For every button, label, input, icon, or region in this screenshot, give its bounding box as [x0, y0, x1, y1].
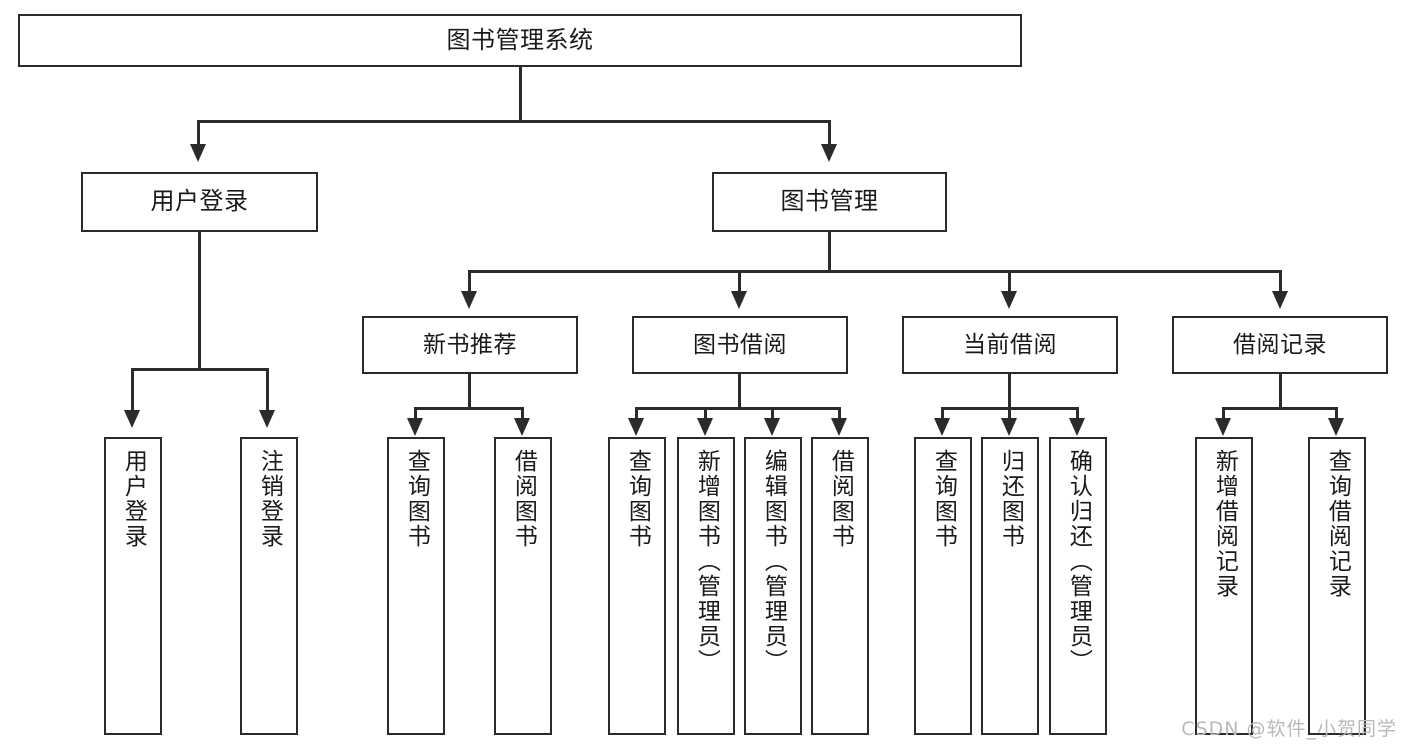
connector-book-borrow-to-leaf-0 [635, 407, 638, 425]
connector-book-borrow-to-leaf-1 [704, 407, 707, 425]
node-label: 借阅图书 [510, 449, 537, 549]
arrow-book-borrow-to-leaf-3 [831, 418, 847, 436]
node-current-borrow[interactable]: 当前借阅 [902, 316, 1118, 374]
arrow-user-login-to-leaf-1 [259, 410, 275, 428]
node-label: 用户登录 [120, 449, 147, 549]
arrow-current-borrow-to-leaf-2 [1069, 418, 1085, 436]
leaf-new-book-query-book[interactable]: 查询图书 [387, 437, 445, 735]
node-label: 新增图书（管理员） [693, 449, 720, 674]
leaf-current-borrow-query-book[interactable]: 查询图书 [914, 437, 972, 735]
connector-new-book-stem [468, 374, 471, 410]
node-label: 查询图书 [930, 449, 957, 549]
connector-book-borrow-to-leaf-2 [771, 407, 774, 425]
node-label: 借阅记录 [1233, 331, 1327, 358]
leaf-book-borrow-query-book[interactable]: 查询图书 [608, 437, 666, 735]
node-book-borrow[interactable]: 图书借阅 [632, 316, 848, 374]
arrow-book-mgmt-to-current-borrow [1001, 291, 1017, 309]
connector-book-borrow-to-leaf-3 [838, 407, 841, 425]
arrow-user-login-to-leaf-0 [124, 410, 140, 428]
connector-borrow-record-to-leaf-0 [1222, 407, 1225, 425]
connector-book-mgmt-to-current-borrow [1008, 270, 1011, 294]
arrow-borrow-record-to-leaf-0 [1215, 418, 1231, 436]
leaf-borrow-record-query-record[interactable]: 查询借阅记录 [1308, 437, 1366, 735]
leaf-current-borrow-return-book[interactable]: 归还图书 [981, 437, 1039, 735]
node-label: 注销登录 [256, 449, 283, 549]
leaf-user-login-logout[interactable]: 注销登录 [240, 437, 298, 735]
leaf-current-borrow-confirm-return-admin[interactable]: 确认归还（管理员） [1049, 437, 1107, 735]
connector-user-login-to-leaf-0 [131, 368, 134, 413]
node-label: 用户登录 [150, 187, 249, 216]
connector-book-mgmt-to-new-book [468, 270, 471, 294]
connector-root-to-book-mgmt [828, 120, 831, 148]
connector-current-borrow-to-leaf-1 [1008, 407, 1011, 425]
arrow-book-borrow-to-leaf-0 [628, 418, 644, 436]
connector-book-mgmt-stem [828, 232, 831, 272]
connector-root-stem [519, 67, 522, 122]
connector-new-book-to-leaf-1 [521, 407, 524, 425]
node-label: 图书管理系统 [446, 25, 594, 54]
leaf-book-borrow-borrow-book[interactable]: 借阅图书 [811, 437, 869, 735]
connector-new-book-to-leaf-0 [414, 407, 417, 425]
node-root-system[interactable]: 图书管理系统 [18, 14, 1022, 67]
node-label: 归还图书 [997, 449, 1024, 549]
leaf-book-borrow-add-book-admin[interactable]: 新增图书（管理员） [677, 437, 735, 735]
node-label: 查询图书 [403, 449, 430, 549]
node-label: 图书管理 [780, 187, 879, 216]
node-label: 编辑图书（管理员） [760, 449, 787, 674]
connector-book-mgmt-to-borrow-record [1279, 270, 1282, 294]
node-label: 查询图书 [624, 449, 651, 549]
arrow-book-borrow-to-leaf-1 [697, 418, 713, 436]
connector-borrow-record-to-leaf-1 [1335, 407, 1338, 425]
connector-root-to-user-login [197, 120, 200, 148]
node-label: 新增借阅记录 [1211, 449, 1238, 599]
connector-borrow-record-stem [1279, 374, 1282, 410]
arrow-book-mgmt-to-book-borrow [731, 291, 747, 309]
arrow-book-borrow-to-leaf-2 [764, 418, 780, 436]
node-label: 确认归还（管理员） [1065, 449, 1092, 674]
arrow-current-borrow-to-leaf-0 [934, 418, 950, 436]
connector-current-borrow-to-leaf-2 [1076, 407, 1079, 425]
connector-user-login-stem [198, 232, 201, 370]
node-label: 当前借阅 [963, 331, 1057, 358]
arrow-root-to-user-login [190, 144, 206, 162]
arrow-root-to-book-mgmt [821, 144, 837, 162]
connector-new-book-bus [414, 407, 524, 410]
node-book-management[interactable]: 图书管理 [712, 172, 947, 232]
connector-book-borrow-bus [635, 407, 841, 410]
leaf-book-borrow-edit-book-admin[interactable]: 编辑图书（管理员） [744, 437, 802, 735]
connector-user-login-bus [131, 368, 269, 371]
connector-root-bus [197, 120, 831, 123]
leaf-new-book-borrow-book[interactable]: 借阅图书 [494, 437, 552, 735]
leaf-borrow-record-add-record[interactable]: 新增借阅记录 [1195, 437, 1253, 735]
arrow-new-book-to-leaf-0 [407, 418, 423, 436]
connector-book-mgmt-to-book-borrow [738, 270, 741, 294]
arrow-current-borrow-to-leaf-1 [1001, 418, 1017, 436]
leaf-user-login-login[interactable]: 用户登录 [104, 437, 162, 735]
node-new-book-recommend[interactable]: 新书推荐 [362, 316, 578, 374]
connector-current-borrow-stem [1008, 374, 1011, 410]
arrow-book-mgmt-to-borrow-record [1272, 291, 1288, 309]
arrow-book-mgmt-to-new-book [461, 291, 477, 309]
arrow-borrow-record-to-leaf-1 [1328, 418, 1344, 436]
node-borrow-record[interactable]: 借阅记录 [1172, 316, 1388, 374]
node-label: 新书推荐 [423, 331, 517, 358]
connector-current-borrow-to-leaf-0 [941, 407, 944, 425]
connector-book-borrow-stem [738, 374, 741, 410]
node-label: 借阅图书 [827, 449, 854, 549]
connector-user-login-to-leaf-1 [266, 368, 269, 413]
arrow-new-book-to-leaf-1 [514, 418, 530, 436]
node-label: 查询借阅记录 [1324, 449, 1351, 599]
node-label: 图书借阅 [693, 331, 787, 358]
connector-book-mgmt-bus [468, 270, 1282, 273]
node-user-login[interactable]: 用户登录 [81, 172, 318, 232]
connector-borrow-record-bus [1222, 407, 1338, 410]
